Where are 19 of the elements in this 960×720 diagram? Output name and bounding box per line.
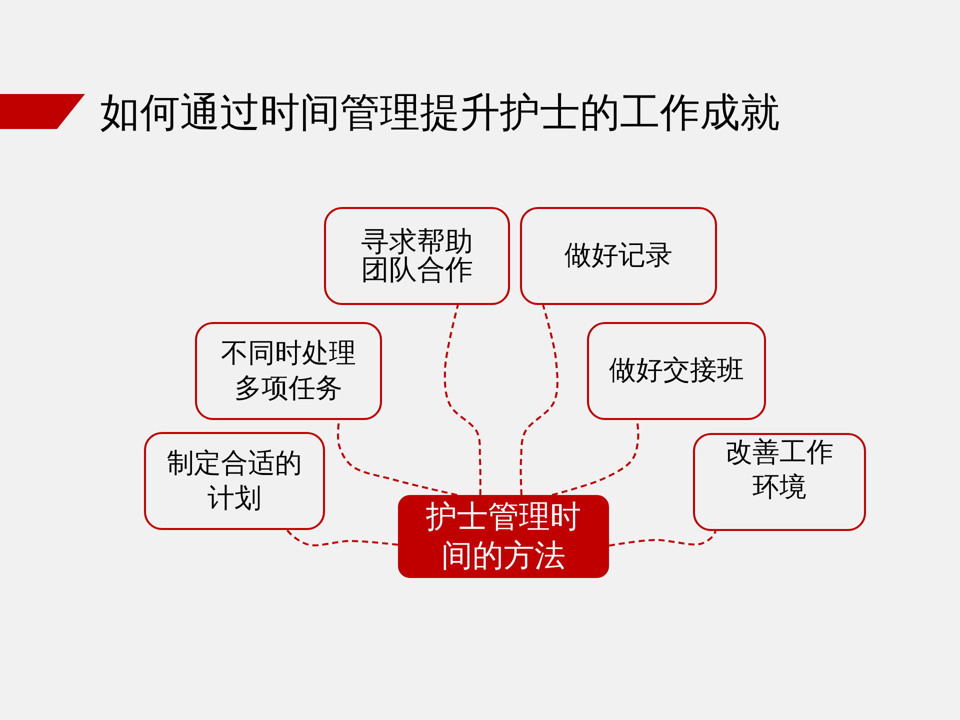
title: 如何通过时间管理提升护士的工作成就	[100, 90, 780, 136]
topic-box	[195, 322, 382, 420]
topic-box	[144, 432, 325, 530]
node-text: 寻求帮助团队合作	[360, 228, 474, 284]
dashed-connector	[608, 530, 716, 547]
topic-box	[587, 322, 766, 420]
topic-box	[324, 207, 510, 305]
node-text: 不同时处理多项任务	[220, 336, 357, 406]
node-text: 改善工作环境	[724, 436, 834, 506]
topic-box	[693, 433, 866, 531]
dashed-connector	[444, 304, 482, 496]
node-text: 做好记录	[564, 239, 672, 274]
dashed-connector	[286, 529, 398, 546]
node-text: 做好交接班	[609, 354, 744, 388]
node-text: 制定合适的计划	[166, 446, 303, 516]
topic-box	[520, 207, 717, 305]
dashed-connector	[520, 304, 558, 496]
node-text: 护士管理时间的方法	[425, 498, 582, 576]
central-topic-box	[398, 495, 609, 578]
